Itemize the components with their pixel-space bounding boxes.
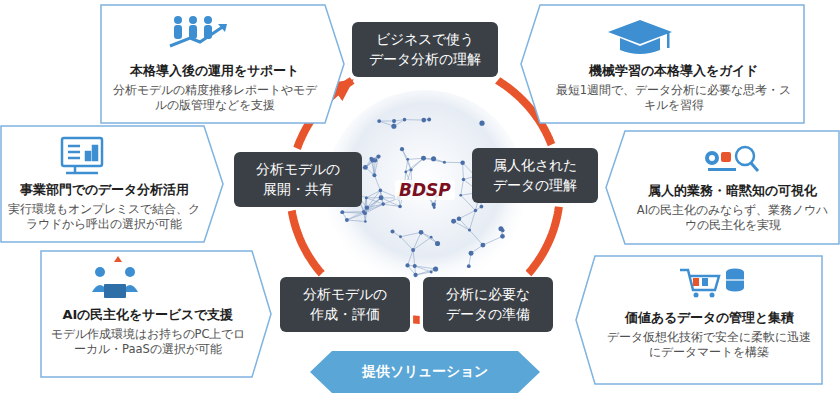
- graduation-cap-icon: [608, 20, 672, 54]
- solution-panel: 事業部門でのデータ分析活用実行環境もオンプレミスで結合、クラウドから呼出の選択が…: [0, 125, 224, 243]
- band-label: 提供ソリューション: [362, 363, 488, 381]
- panel-body: 実行環境もオンプレミスで結合、クラウドから呼出の選択が可能: [8, 202, 200, 234]
- solution-band: 提供ソリューション: [310, 351, 540, 393]
- box-label: ビジネスで使う データ分析の理解: [362, 30, 488, 69]
- panel-heading: 本格導入後の運用をサポート: [110, 62, 319, 80]
- panel-text: 価値あるデータの管理と集積データ仮想化技術で安全に柔軟に迅速にデータマートを構築: [603, 309, 815, 361]
- box-label: 分析モデルの 展開・共有: [244, 160, 352, 199]
- solution-panel: 本格導入後の運用をサポート分析モデルの精度推移レポートやモデルの版管理などを支援: [100, 4, 345, 124]
- cart-database-icon: [680, 269, 744, 298]
- monitor-chart-icon: [62, 138, 102, 173]
- cycle-arrow: [528, 207, 559, 274]
- panel-heading: 属人的業務・暗黙知の可視化: [633, 182, 832, 200]
- people-growth-icon: [170, 16, 227, 46]
- panel-text: 事業部門でのデータ分析活用実行環境もオンプレミスで結合、クラウドから呼出の選択が…: [8, 181, 200, 233]
- cycle-arrow: [413, 316, 420, 324]
- panel-body: AIの民主化のみならず、業務ノウハウの民主化を実現: [633, 203, 832, 235]
- box-label: 分析モデルの 作成・評価: [290, 285, 400, 324]
- solution-panel: AIの民主化をサービスで支援モデル作成環境はお持ちのPC上でローカル・PaaSの…: [40, 250, 272, 378]
- panel-heading: 機械学習の本格導入をガイド: [554, 62, 793, 80]
- gear-bulb-icon: [705, 147, 758, 171]
- process-box: 分析に必要な データの準備: [423, 277, 553, 332]
- panel-heading: 価値あるデータの管理と集積: [603, 309, 815, 327]
- panel-body: モデル作成環境はお持ちのPC上でローカル・PaaSの選択が可能: [48, 327, 248, 359]
- panel-heading: 事業部門でのデータ分析活用: [8, 181, 200, 199]
- box-label: 分析に必要な データの準備: [433, 285, 543, 324]
- box-label: 属人化された データの理解: [482, 156, 588, 195]
- panel-text: AIの民主化をサービスで支援モデル作成環境はお持ちのPC上でローカル・PaaSの…: [48, 306, 248, 358]
- process-box: ビジネスで使う データ分析の理解: [352, 22, 498, 77]
- panel-body: 分析モデルの精度推移レポートやモデルの版管理などを支援: [110, 83, 319, 115]
- solution-panel: 機械学習の本格導入をガイド最短1週間で、データ分析に必要な思考・スキルを習得: [520, 4, 805, 124]
- process-box: 分析モデルの 展開・共有: [234, 152, 362, 207]
- panel-text: 機械学習の本格導入をガイド最短1週間で、データ分析に必要な思考・スキルを習得: [554, 62, 793, 114]
- panel-body: データ仮想化技術で安全に柔軟に迅速にデータマートを構築: [603, 330, 815, 362]
- process-box: 属人化された データの理解: [472, 148, 598, 203]
- solution-panel: 属人的業務・暗黙知の可視化 AIの民主化のみならず、業務ノウハウの民主化を実現: [605, 130, 840, 245]
- solution-panel: 価値あるデータの管理と集積データ仮想化技術で安全に柔軟に迅速にデータマートを構築: [575, 255, 823, 385]
- panel-heading: AIの民主化をサービスで支援: [48, 306, 248, 324]
- cycle-arrow: [292, 211, 322, 274]
- center-label: BDSP: [395, 180, 455, 200]
- team-laptop-icon: [92, 256, 138, 298]
- panel-text: 属人的業務・暗黙知の可視化 AIの民主化のみならず、業務ノウハウの民主化を実現: [633, 182, 832, 234]
- process-box: 分析モデルの 作成・評価: [280, 277, 410, 332]
- panel-text: 本格導入後の運用をサポート分析モデルの精度推移レポートやモデルの版管理などを支援: [110, 62, 319, 114]
- panel-body: 最短1週間で、データ分析に必要な思考・スキルを習得: [554, 83, 793, 115]
